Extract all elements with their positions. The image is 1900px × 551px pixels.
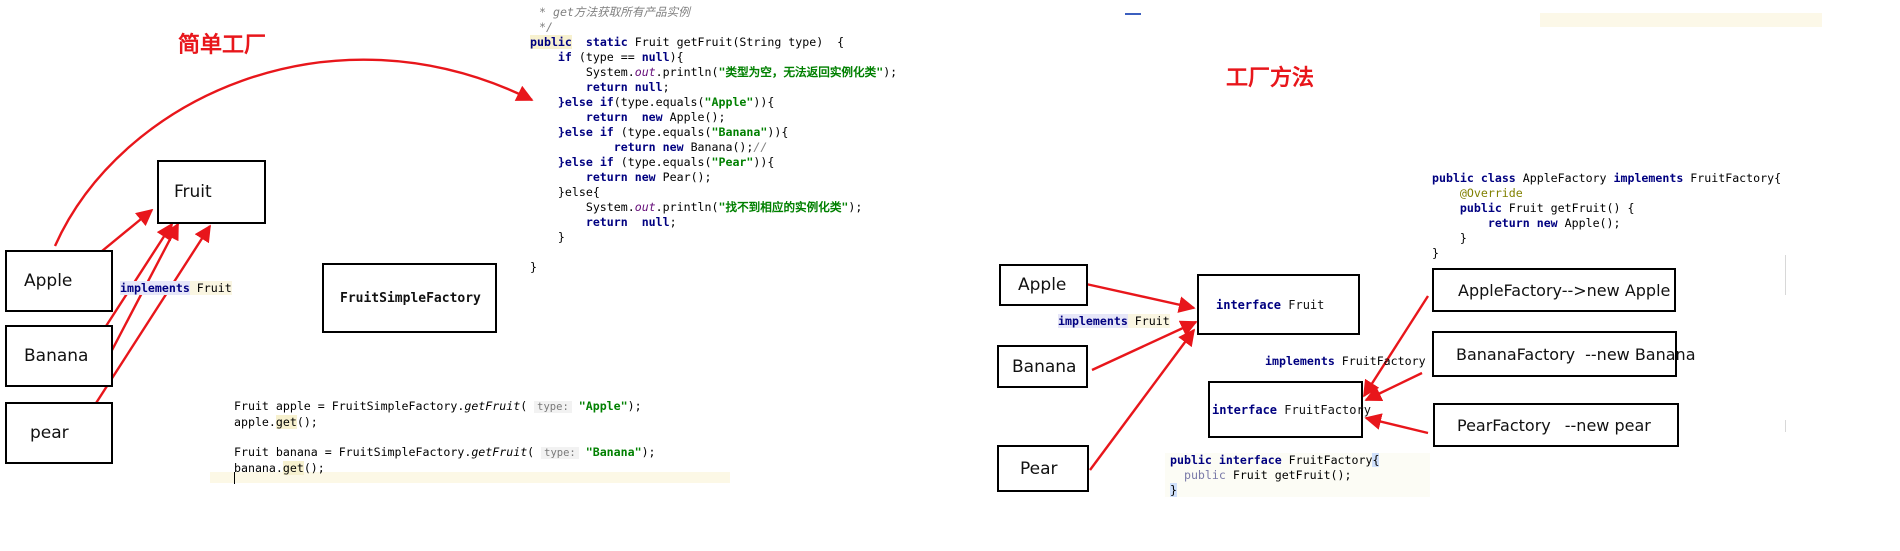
fm-banana-box: Banana [997,345,1088,388]
implements-fruit-label: implements Fruit [120,281,232,295]
fm-implements-factory-target: FruitFactory [1341,354,1426,368]
banana-factory-suffix: --new Banana [1585,344,1696,364]
simple-factory-box-label: FruitSimpleFactory [340,290,481,306]
simple-factory-box: FruitSimpleFactory [322,263,497,333]
caret-line-highlight [210,472,730,483]
pear-box-label: pear [30,423,69,443]
code-close-else: } [557,230,565,244]
usage-blank [234,430,656,445]
apple-box-label: Apple [24,271,73,291]
fruitfactory-interface-code: public interface FruitFactory{ public Fr… [1170,453,1380,498]
iface-code-bg [1165,453,1430,497]
ff-decl-line: public interface FruitFactory{ [1170,453,1380,467]
arrow-banana-interface [1091,320,1198,372]
af-close-outer: } [1432,246,1439,260]
fm-implements-fruit-label: implements Fruit [1058,314,1170,328]
top-marker [1125,13,1141,15]
arrow-pear-fruit [78,224,212,429]
code-print-empty-line: System.out.println("类型为空，无法返回实例化类"); [585,65,898,79]
ff-method-line: public Fruit getFruit(); [1183,468,1352,482]
code-return-null-line: return null; [585,80,670,94]
ff-close-line: } [1170,483,1177,497]
arrow-bananafactory-interface [1364,371,1423,402]
usage-line-banana-get: banana.get(); [234,461,325,475]
interface-fruit-keyword: interface [1216,297,1282,312]
interface-fruit-name: Fruit [1281,297,1325,312]
interface-fruitfactory-keyword: interface [1212,402,1278,417]
usage-line-apple: Fruit apple = FruitSimpleFactory.getFrui… [234,399,642,413]
usage-code: Fruit apple = FruitSimpleFactory.getFrui… [234,399,656,476]
code-elseif-pear-line: }else if (type.equals("Pear")){ [557,155,775,169]
faint-divider-1 [1785,255,1786,295]
factory-method-title: 工厂方法 [1226,66,1315,91]
af-method-line: public Fruit getFruit() { [1459,201,1635,215]
implements-keyword: implements [120,281,190,295]
pear-factory-label: PearFactory [1457,415,1551,435]
code-close-method: } [530,260,537,274]
af-close-inner: } [1459,231,1467,245]
code-return-pear-line: return new Pear(); [585,170,712,184]
apple-factory-code: public class AppleFactory implements Fru… [1432,171,1781,261]
apple-factory-label: AppleFactory-->new Apple [1458,280,1671,300]
code-elseif-banana-line: }else if (type.equals("Banana")){ [557,125,789,139]
code-return-null2-line: return null; [585,215,677,229]
af-return-line: return new Apple(); [1487,216,1621,230]
fm-apple-box: Apple [999,264,1088,306]
af-class-line: public class AppleFactory implements Fru… [1432,171,1782,185]
banana-box-label: Banana [24,346,89,366]
banana-factory-box: BananaFactory --new Banana [1432,331,1696,377]
faint-divider-2 [1785,420,1786,432]
arrow-curve-to-method [53,58,534,247]
banana-box: Banana [5,325,113,387]
code-signature-line: public static Fruit getFruit(String type… [530,35,845,49]
fruit-box-label: Fruit [174,182,212,202]
fm-banana-box-label: Banana [1012,356,1077,377]
code-comment-line: * get方法获取所有产品实例 [539,5,690,19]
top-highlight-strip [1540,13,1822,27]
implements-target: Fruit [189,281,232,295]
pear-factory-box: PearFactory --new pear [1433,403,1679,447]
fm-pear-box: Pear [997,445,1089,492]
code-print-notfound-line: System.out.println("找不到相应的实例化类"); [585,200,863,214]
interface-fruit-box: interface Fruit [1197,274,1360,335]
fm-implements-factory-label: implements FruitFactory [1265,354,1426,368]
pear-box: pear [5,402,113,464]
fm-apple-box-label: Apple [1018,275,1067,295]
fm-implements-target: Fruit [1127,314,1170,328]
arrow-applefactory-interface [1362,295,1430,398]
code-else-line: }else{ [557,185,600,199]
fm-pear-box-label: Pear [1020,458,1058,479]
fruit-box: Fruit [157,160,266,224]
pear-factory-suffix: --new pear [1564,415,1651,435]
arrow-pear-interface [1089,328,1196,471]
interface-fruitfactory-box: interface FruitFactory [1208,381,1371,438]
code-return-apple-line: return new Apple(); [585,110,726,124]
arrow-pearfactory-interface [1364,413,1429,435]
interface-fruitfactory-name: FruitFactory [1277,402,1371,417]
af-override-line: @Override [1459,186,1523,200]
fm-implements-keyword: implements [1058,314,1128,328]
usage-line-apple-get: apple.get(); [234,415,318,429]
code-blank [530,245,897,260]
code-elseif-apple-line: }else if(type.equals("Apple")){ [557,95,775,109]
simple-factory-title: 简单工厂 [178,33,267,58]
usage-line-banana: Fruit banana = FruitSimpleFactory.getFru… [234,445,656,459]
fm-implements-factory-keyword: implements [1265,354,1335,368]
code-if-null-line: if (type == null){ [557,50,684,64]
code-return-banana-line: return new Banana();// [613,140,768,154]
banana-factory-label: BananaFactory [1456,344,1576,364]
apple-box: Apple [5,250,113,312]
get-fruit-method-code: * get方法获取所有产品实例*/public static Fruit get… [530,5,897,275]
code-comment-end: */ [539,20,553,34]
apple-factory-box: AppleFactory-->new Apple [1432,268,1676,312]
arrow-apple-interface [1085,282,1196,313]
text-caret [234,472,235,484]
